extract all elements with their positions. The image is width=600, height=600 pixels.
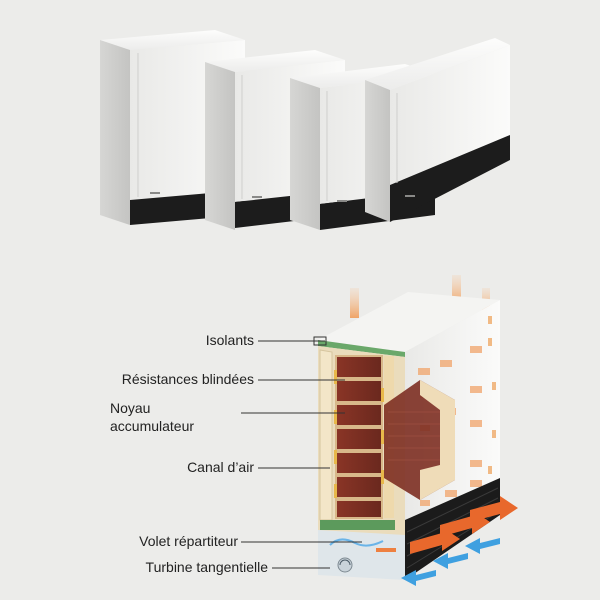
label-volet-repartiteur: Volet répartiteur bbox=[139, 533, 238, 549]
heater-unit-1-logo bbox=[150, 192, 160, 194]
hot-air-arrow-icon bbox=[410, 496, 518, 554]
cutaway-top bbox=[318, 292, 500, 352]
isolants-callout-box bbox=[313, 336, 327, 346]
label-isolants: Isolants bbox=[205, 332, 254, 348]
heater-unit-2-logo bbox=[252, 196, 262, 198]
heater-unit-4-side bbox=[365, 80, 390, 222]
label-turbine-tangentielle: Turbine tangentielle bbox=[145, 559, 268, 575]
distributor-flap bbox=[376, 548, 396, 552]
heater-unit-4-base bbox=[390, 135, 510, 222]
heater-unit-1-top bbox=[100, 30, 245, 50]
label-canal-air: Canal d’air bbox=[187, 459, 254, 475]
heater-unit-4-logo bbox=[405, 195, 415, 197]
label-accumulateur: accumulateur bbox=[110, 418, 195, 434]
cutaway-heater bbox=[241, 275, 518, 586]
label-resistances-blindees: Résistances blindées bbox=[121, 371, 254, 387]
heater-unit-1-side bbox=[100, 40, 130, 225]
lower-insulation-strip bbox=[320, 520, 395, 530]
heater-unit-4-front bbox=[390, 45, 510, 185]
label-noyau: Noyau bbox=[110, 400, 151, 416]
leader-lines bbox=[241, 340, 362, 569]
heater-unit-3-side bbox=[290, 78, 320, 230]
top-insulation-strip bbox=[318, 340, 405, 357]
heater-unit-2-top bbox=[205, 50, 345, 72]
insulation-panel bbox=[319, 349, 333, 521]
cold-air-arrow-icon bbox=[401, 538, 500, 586]
airflow-path bbox=[329, 538, 384, 547]
heater-unit-2-side bbox=[205, 62, 235, 230]
side-heat-marks bbox=[488, 316, 496, 474]
heater-unit-3-logo bbox=[337, 200, 347, 202]
resistance-elements bbox=[334, 370, 384, 498]
core-stack bbox=[335, 355, 383, 519]
mechanism-compartment bbox=[318, 530, 405, 580]
core-side-insulation bbox=[420, 380, 455, 500]
heater-unit-4-top bbox=[365, 38, 510, 90]
heater-unit-4 bbox=[365, 38, 510, 222]
